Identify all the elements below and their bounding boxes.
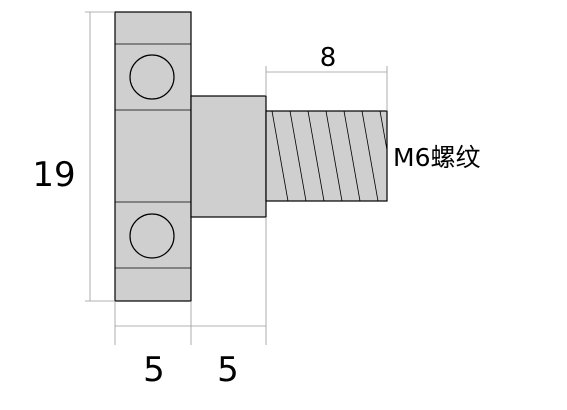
height-label: 19: [32, 155, 75, 195]
thread-line: [289, 110, 307, 202]
thread-line: [307, 110, 325, 202]
thread-line: [361, 110, 379, 202]
hole-bottom: [129, 213, 175, 259]
head-flange: [114, 11, 192, 302]
thread-line: [271, 110, 289, 202]
dim-height: 19: [32, 11, 115, 302]
head-width-label: 5: [143, 350, 165, 390]
thread-note: M6螺纹: [393, 143, 480, 172]
thread-length-label: 8: [320, 43, 337, 73]
thread-line: [325, 110, 343, 202]
hole-top: [129, 54, 175, 100]
dim-bottom: 5 5: [114, 217, 267, 390]
thread-body: [265, 110, 388, 202]
collar: [190, 95, 267, 218]
collar-width-label: 5: [217, 350, 239, 390]
thread-line: [343, 110, 361, 202]
thread-line: [379, 110, 388, 151]
dim-thread-length: 8: [265, 43, 388, 111]
thread-shaft: [265, 110, 388, 202]
